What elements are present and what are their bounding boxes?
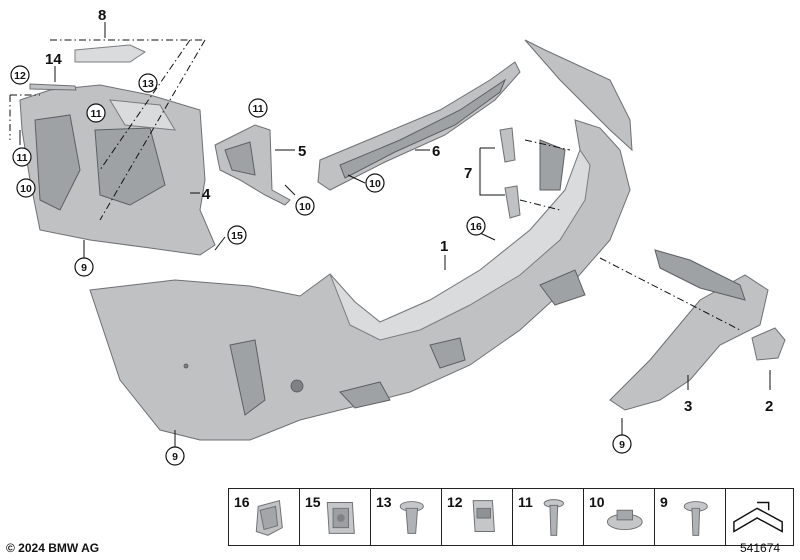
svg-text:10: 10 bbox=[369, 178, 381, 190]
lower-trim bbox=[609, 249, 769, 411]
screw-9-icon bbox=[683, 501, 708, 536]
clip-nut-12-icon bbox=[472, 500, 495, 532]
svg-text:9: 9 bbox=[81, 262, 87, 274]
clip-16-icon bbox=[255, 499, 283, 536]
legend-cell-12: 12 bbox=[441, 488, 513, 546]
callout-8: 8 bbox=[98, 7, 106, 24]
callout-3: 3 bbox=[684, 398, 692, 415]
legend-num: 10 bbox=[589, 494, 605, 510]
svg-text:10: 10 bbox=[299, 201, 311, 213]
svg-text:13: 13 bbox=[142, 78, 154, 90]
legend-cell-10: 10 bbox=[583, 488, 655, 546]
callout-circle-10b: 10 bbox=[295, 196, 315, 216]
callout-circle-11b: 11 bbox=[248, 98, 268, 118]
callout-circle-15: 15 bbox=[227, 225, 247, 245]
legend-num: 16 bbox=[234, 494, 250, 510]
guide-clips bbox=[499, 127, 521, 219]
nut-10-icon bbox=[606, 509, 643, 531]
reference-lines bbox=[9, 39, 741, 331]
trim-strip bbox=[29, 83, 77, 91]
callout-4: 4 bbox=[202, 186, 211, 203]
top-cover bbox=[74, 44, 147, 63]
callout-circle-9b: 9 bbox=[165, 446, 185, 466]
legend-cell-9: 9 bbox=[654, 488, 726, 546]
svg-text:16: 16 bbox=[470, 221, 482, 233]
callout-circle-13: 13 bbox=[138, 73, 158, 93]
fastener-legend: 16 15 13 12 11 10 bbox=[228, 488, 794, 546]
callout-circle-11a: 11 bbox=[86, 103, 106, 123]
screw-11-icon bbox=[543, 499, 564, 536]
legend-cell-13: 13 bbox=[370, 488, 442, 546]
legend-num: 12 bbox=[447, 494, 463, 510]
svg-text:11: 11 bbox=[16, 152, 27, 164]
callout-circle-12: 12 bbox=[10, 65, 30, 85]
svg-text:11: 11 bbox=[252, 103, 263, 115]
callout-circle-9c: 9 bbox=[612, 434, 632, 454]
bracket-frame bbox=[19, 84, 216, 256]
nut-clip-15-icon bbox=[326, 502, 355, 534]
callout-labels: 8 14 4 5 6 7 1 3 2 bbox=[45, 7, 773, 415]
carrier-strip bbox=[317, 61, 521, 191]
legend-cell-arrow bbox=[725, 488, 794, 546]
callout-1: 1 bbox=[440, 238, 448, 255]
callout-circle-10a: 10 bbox=[16, 178, 36, 198]
direction-arrow-icon bbox=[733, 501, 783, 533]
copyright-text: © 2024 BMW AG bbox=[6, 541, 100, 555]
circled-callouts: 12 13 11 11 11 10 10 10 bbox=[10, 65, 632, 466]
callout-7: 7 bbox=[464, 165, 472, 182]
legend-num: 15 bbox=[305, 494, 321, 510]
callout-5: 5 bbox=[298, 143, 306, 160]
svg-text:11: 11 bbox=[90, 108, 101, 120]
callout-2: 2 bbox=[765, 398, 773, 415]
callout-circle-10c: 10 bbox=[365, 173, 385, 193]
svg-text:9: 9 bbox=[172, 451, 178, 463]
leader-lines bbox=[19, 22, 771, 448]
legend-cell-15: 15 bbox=[299, 488, 371, 546]
side-bracket bbox=[214, 124, 291, 206]
legend-cell-16: 16 bbox=[228, 488, 300, 546]
legend-num: 9 bbox=[660, 494, 668, 510]
svg-text:9: 9 bbox=[619, 439, 625, 451]
svg-text:15: 15 bbox=[231, 230, 243, 242]
svg-text:10: 10 bbox=[20, 183, 32, 195]
callout-circle-16: 16 bbox=[466, 216, 486, 236]
end-cap bbox=[751, 327, 786, 361]
expanding-rivet-13-icon bbox=[399, 501, 424, 534]
callout-14: 14 bbox=[45, 51, 62, 68]
legend-cell-11: 11 bbox=[512, 488, 584, 546]
callout-circle-9a: 9 bbox=[74, 257, 94, 277]
svg-text:12: 12 bbox=[14, 70, 26, 82]
diagram-id: 541674 bbox=[740, 541, 781, 555]
callout-circle-11c: 11 bbox=[12, 147, 32, 167]
callout-6: 6 bbox=[432, 143, 440, 160]
legend-num: 13 bbox=[376, 494, 392, 510]
legend-num: 11 bbox=[518, 494, 533, 510]
